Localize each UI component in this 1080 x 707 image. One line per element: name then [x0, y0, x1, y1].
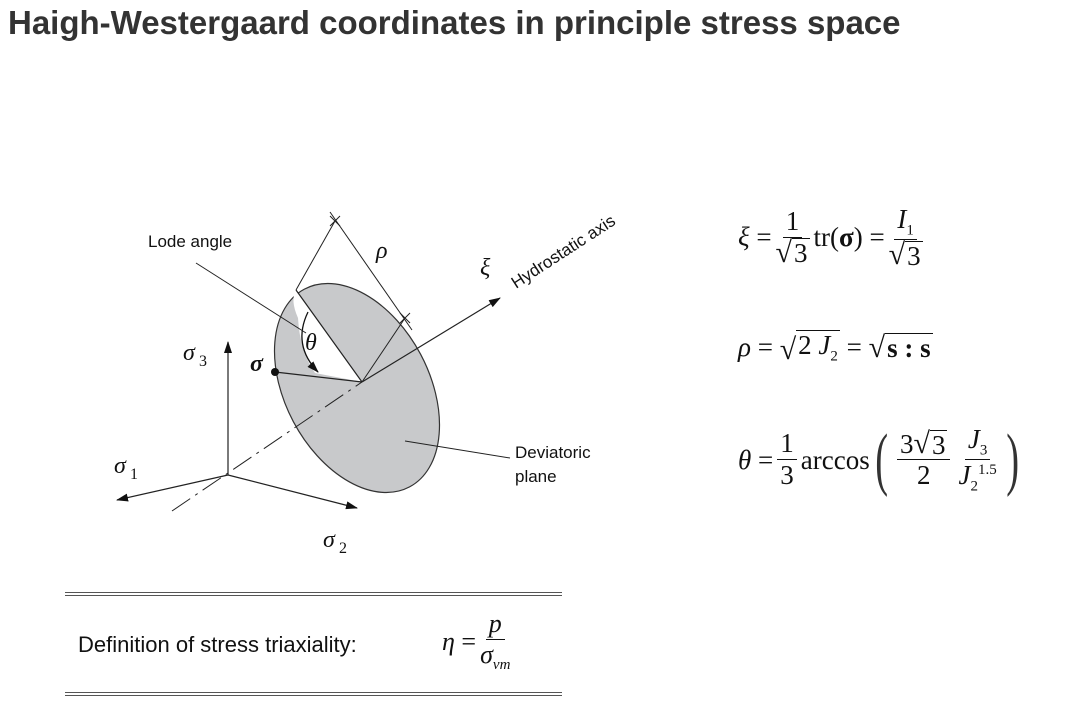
coefficient: 3	[900, 428, 914, 459]
sigma: σ	[839, 221, 854, 252]
radicand: 3	[905, 240, 923, 271]
equals: =	[758, 444, 774, 475]
deviatoric-plane-label: Deviatoric	[515, 443, 591, 462]
sigma1-axis	[116, 474, 229, 502]
stress-radius	[274, 371, 363, 383]
subscript: 2	[970, 478, 978, 495]
radicand: s : s	[885, 333, 933, 364]
subscript: 3	[979, 442, 988, 459]
theta-symbol: θ	[738, 444, 752, 475]
invariant: I	[897, 204, 907, 234]
rho-extension-line	[295, 220, 336, 291]
sigma2-label: σ	[323, 527, 336, 553]
sigma1-sub: 1	[130, 466, 138, 483]
paren: )	[853, 221, 863, 252]
triaxiality-label: Definition of stress triaxiality:	[78, 632, 357, 657]
equals: =	[846, 332, 862, 363]
exponent: 1.5	[977, 461, 997, 478]
sigma3-label: σ	[183, 340, 196, 366]
formula-rho: ρ = √2 J2 = √s : s	[738, 330, 933, 365]
radicand: 3	[792, 238, 810, 269]
rho-symbol: ρ	[738, 332, 751, 363]
subscript: 1	[906, 222, 914, 239]
hydrostatic-axis	[361, 297, 501, 383]
xi-symbol: ξ	[738, 221, 750, 252]
lode-angle-label: Lode angle	[148, 232, 232, 251]
sigma2-sub: 2	[339, 540, 347, 557]
subscript: 2	[830, 348, 838, 365]
rho-label: ρ	[375, 238, 388, 264]
hydrostatic-axis-label: Hydrostatic axis	[508, 211, 619, 292]
deviatoric-plane-leader	[404, 440, 511, 459]
sqrt-sign: √	[888, 237, 906, 271]
fraction: I1√3	[888, 204, 923, 271]
lode-angle-leader	[195, 262, 307, 334]
sqrt-sign: √	[868, 330, 886, 364]
subscript: vm	[492, 656, 511, 673]
divider-bottom	[65, 692, 562, 696]
divider-top	[65, 592, 562, 596]
page-title: Haigh-Westergaard coordinates in princip…	[8, 4, 901, 41]
reference-radius	[295, 289, 363, 383]
equals: =	[757, 332, 773, 363]
sigma2-axis	[227, 474, 358, 510]
invariant: J	[967, 424, 980, 454]
theta-label: θ	[305, 330, 317, 356]
sigma: σ	[480, 639, 493, 669]
denominator: 2	[917, 460, 931, 491]
numerator: 1	[782, 206, 803, 238]
deviatoric-plane-label: plane	[515, 467, 557, 486]
sigma-label: σ	[250, 351, 264, 377]
eta-symbol: η	[442, 627, 455, 657]
sigma3-sub: 3	[199, 353, 207, 370]
rho-extension-line	[361, 317, 406, 383]
numerator: p	[485, 609, 505, 640]
sqrt-sign: √	[913, 427, 930, 461]
radicand: 3	[929, 429, 948, 460]
arccos: arccos	[800, 444, 870, 475]
equals: =	[869, 221, 885, 252]
formula-xi: ξ = 1√3 tr(σ) = I1√3	[738, 204, 927, 271]
equals: =	[756, 221, 772, 252]
sigma1-label: σ	[114, 453, 127, 479]
trace: tr(	[813, 221, 839, 252]
xi-label: ξ	[480, 255, 491, 281]
equals: =	[461, 627, 477, 657]
left-paren: (	[874, 421, 888, 499]
numerator: 1	[777, 429, 797, 461]
rho-dimension-line	[329, 211, 413, 331]
sqrt-sign: √	[779, 333, 797, 367]
fraction: 1√3	[775, 206, 810, 269]
dimension-ticks	[329, 215, 411, 324]
invariant: J	[818, 330, 831, 360]
denominator: 3	[780, 460, 794, 491]
coefficient: 2	[798, 330, 812, 360]
sqrt-sign: √	[775, 235, 793, 269]
deviatoric-plane	[273, 282, 441, 494]
invariant: J	[958, 459, 971, 490]
hydrostatic-axis-hidden	[171, 381, 363, 512]
stress-point	[271, 368, 279, 376]
right-paren: )	[1005, 421, 1019, 499]
lode-angle-arc	[301, 311, 319, 373]
